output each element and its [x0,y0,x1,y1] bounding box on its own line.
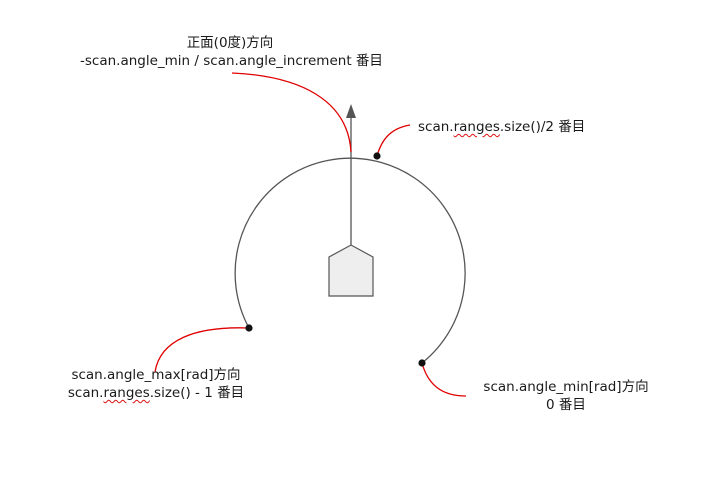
min-leader-line [421,362,467,397]
max-leader-line [154,327,250,373]
front-direction-index: -scan.angle_min / scan.angle_increment 番… [80,53,383,69]
angle-max-direction: scan.angle_max[rad]方向 [71,367,241,383]
angle-max-label: scan.angle_max[rad]方向 scan.ranges.size()… [56,366,256,402]
front-direction-label: 正面(0度)方向 -scan.angle_min / scan.angle_in… [80,34,383,70]
robot-pentagon-icon [328,244,374,297]
heading-arrow-icon [346,104,356,118]
angle-min-label: scan.angle_min[rad]方向 0 番目 [476,378,656,414]
half-index-prefix: scan. [418,119,454,135]
half-index-label: scan.ranges.size()/2 番目 [418,118,585,136]
scan-range-arc [234,157,466,364]
half-index-ranges: ranges [453,119,500,135]
half-index-point [373,152,381,160]
angle-max-point [245,324,253,332]
angle-max-index-suffix: .size() - 1 番目 [149,385,245,401]
half-index-suffix: .size()/2 番目 [499,119,586,135]
angle-max-index: scan.ranges.size() - 1 番目 [56,384,256,402]
angle-min-index: 0 番目 [546,397,586,413]
angle-min-point [418,359,426,367]
angle-max-index-ranges: ranges [103,385,150,401]
angle-max-index-prefix: scan. [67,385,104,401]
half-leader-line [376,124,411,157]
half-index-text: scan.ranges.size()/2 番目 [418,119,585,135]
front-direction-title: 正面(0度)方向 [186,35,274,51]
angle-min-direction: scan.angle_min[rad]方向 [483,379,649,395]
front-leader-line [231,72,352,153]
